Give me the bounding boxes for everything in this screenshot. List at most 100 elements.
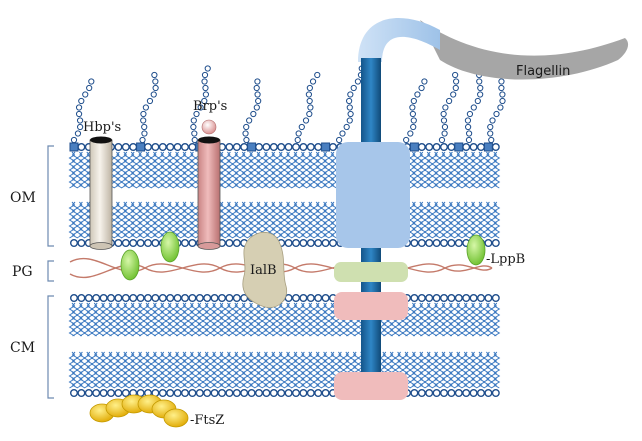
lipid-tail [234,302,242,337]
lipid-tail [182,302,190,337]
lipid-tail [238,201,246,239]
lps-sugar [306,84,313,92]
lipid-tail [186,201,194,239]
lps-sugar [488,136,495,144]
lps-sugar [466,110,474,118]
lipid-headgroup [232,238,241,247]
lipid-headgroup [284,389,293,398]
om-bracket [47,145,54,247]
lipid-tail [138,302,146,337]
lipid-headgroup [484,238,493,247]
lipid-tail [463,302,471,337]
lipid-tail [149,201,157,239]
lps-sugar [298,123,305,131]
lps-sugar [146,97,154,105]
lipid-headgroup [180,389,189,398]
lipid-tail [172,201,180,239]
flagellin-label: Flagellin [516,64,570,79]
lipid-tail [300,302,308,337]
lipid-headgroup [417,389,426,398]
brp-cylinder-body [197,139,221,247]
lps-sugar [354,78,362,85]
lipid-headgroup [299,389,308,398]
lipid-headgroup [210,389,219,398]
lipid-tail [482,351,490,389]
lipid-headgroup [99,389,108,398]
lps-sugar [306,110,313,118]
lipid-tail [268,201,276,239]
lipid-headgroup [292,238,301,247]
lipid-headgroup [306,238,315,247]
lipid-tail [320,201,328,239]
lps-sugar [152,78,159,85]
lipid-headgroup [425,142,434,151]
lps-sugar [452,84,459,92]
lipid-headgroup [106,294,115,303]
lipid-tail [212,302,220,337]
om-label: OM [10,190,36,206]
lps-sugar [499,91,506,98]
lps-sugar [347,110,354,118]
lipid-tail [127,201,135,239]
lipid-tail [490,351,498,389]
lps-sugar [465,123,472,131]
lipid-tail [475,151,483,189]
brp-cylinder-base [197,242,221,250]
lipid-tail [468,201,476,239]
lipid-headgroup [210,294,219,303]
lps-sugar [336,136,343,144]
lipid-tail [416,201,424,239]
lps-sugar [151,71,158,79]
lps-sugar [442,104,449,111]
lps-headgroup [247,142,257,152]
lps-sugar [350,84,357,92]
lipid-headgroup [129,294,138,303]
lps-sugar [254,78,261,85]
lipid-tail [164,201,172,239]
lps-sugar [441,130,448,137]
lipid-headgroup [299,294,308,303]
lipid-tail [416,351,424,389]
lipid-tail [271,302,279,337]
pg-label: PG [12,264,33,280]
brp-cylinder-top [198,136,220,144]
lipid-tail [312,201,320,239]
lipid-tail [278,302,286,337]
lipid-headgroup [417,238,426,247]
lipid-tail [416,151,424,189]
lipid-tail [453,201,461,239]
lppb-lipoprotein [466,234,486,266]
lipid-tail [194,201,202,239]
lipid-tail [83,151,91,189]
lps-sugar [78,97,85,105]
lipid-tail [334,201,342,239]
lipid-headgroup [321,389,330,398]
lps-sugar [343,123,350,131]
lps-sugar [246,117,253,124]
lps-sugar [204,65,211,72]
lipid-headgroup [417,142,426,151]
lipid-headgroup [447,389,456,398]
lipid-tail [268,151,276,189]
lipid-headgroup [491,142,500,151]
cm-bracket [47,295,54,399]
lps-sugar [88,78,95,85]
lipid-tail [186,351,194,389]
lps-sugar [409,110,416,118]
lipid-headgroup [262,389,271,398]
lipid-tail [327,351,335,389]
lipid-headgroup [440,389,449,398]
lipid-tail [426,302,434,337]
lipid-tail [86,302,94,337]
lipid-tail [423,201,431,239]
lipid-tail [90,351,98,389]
brp-label: Brp's [193,99,227,114]
lps-sugar [438,136,446,144]
lipid-headgroup [306,389,315,398]
lps-sugar [82,91,89,98]
lipid-tail [112,201,120,239]
lipid-headgroup [180,294,189,303]
lipid-tail [320,151,328,189]
lipid-tail [75,351,83,389]
lps-sugar [75,110,83,118]
